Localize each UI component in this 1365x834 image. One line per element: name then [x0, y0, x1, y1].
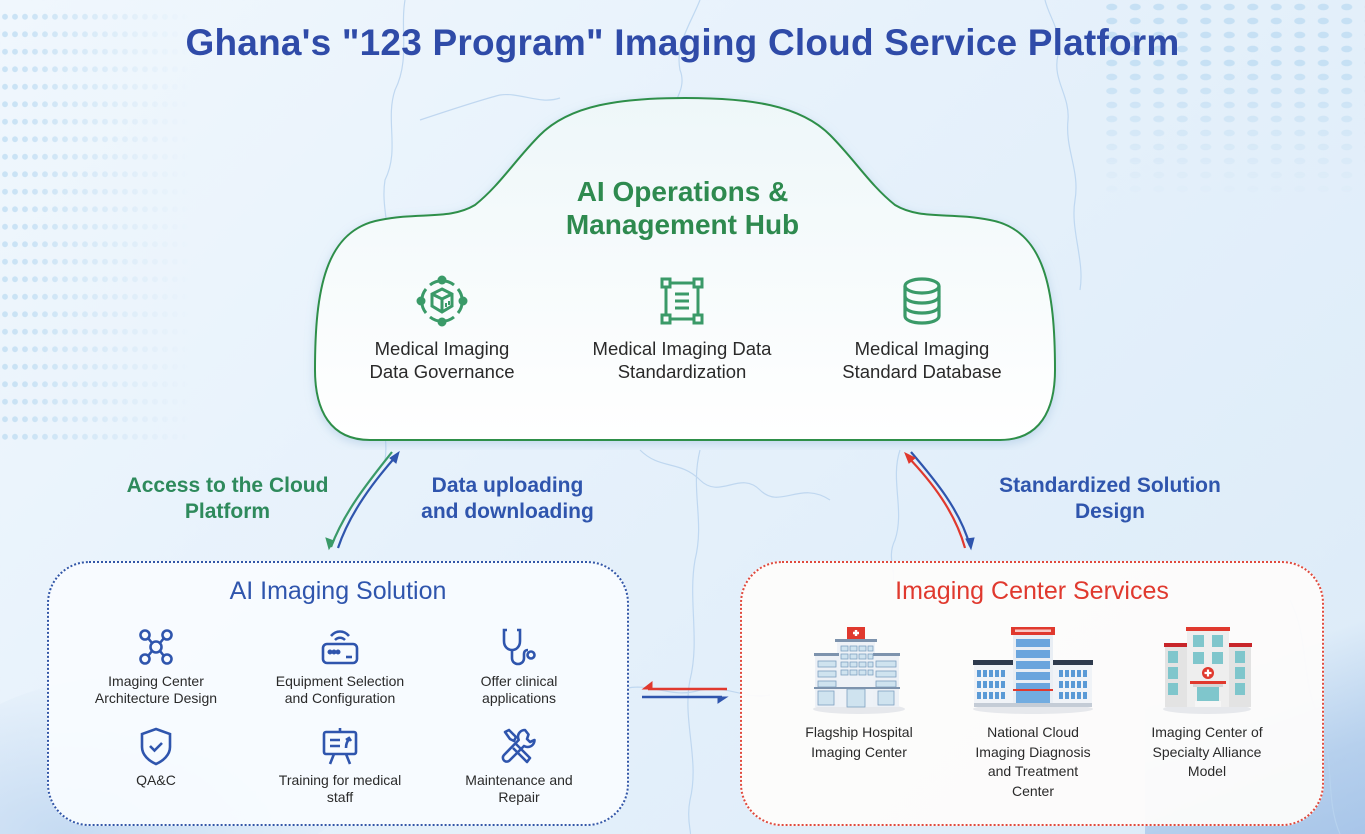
hub-item-label-line2: Data Governance: [369, 361, 515, 382]
label-line: Platform: [184, 500, 271, 523]
page-title: Ghana's "123 Program" Imaging Cloud Serv…: [185, 22, 1180, 63]
stethoscope-icon: [502, 628, 536, 666]
label-line: Access to the Cloud: [126, 474, 329, 497]
label-data-uploading: Data uploading and downloading: [395, 473, 620, 525]
presentation-board-icon: [322, 728, 358, 765]
database-icon: [903, 277, 941, 325]
hub-title: AI Operations & Management Hub: [480, 175, 885, 241]
service-item-national-cloud: National Cloud Imaging Diagnosis and Tre…: [948, 625, 1118, 801]
service-item-label-line: Imaging Diagnosis: [975, 743, 1091, 760]
architecture-network-icon: [139, 629, 173, 665]
arrow-standardized-up: [904, 451, 967, 549]
hub-item-standard-database: Medical Imaging Standard Database: [807, 275, 1037, 383]
panel-title: AI Imaging Solution: [229, 577, 447, 605]
solution-item-architecture: Imaging Center Architecture Design: [66, 627, 246, 707]
solution-item-label-line2: Repair: [498, 789, 540, 805]
hub-item-label-line1: Medical Imaging: [374, 338, 510, 359]
arrow-standardized-down: [910, 451, 975, 551]
shield-check-icon: [140, 727, 172, 766]
label-line: Data uploading: [431, 474, 584, 497]
service-item-label-line: Imaging Center of: [1151, 724, 1263, 740]
hub-item-data-governance: Medical Imaging Data Governance: [327, 275, 557, 383]
solution-item-training: Training for medical staff: [250, 726, 430, 806]
hub-item-label-line1: Medical Imaging: [854, 338, 990, 359]
data-governance-icon: [416, 275, 468, 327]
solution-item-label-line2: Architecture Design: [94, 690, 218, 706]
service-item-label-line: National Cloud: [987, 724, 1079, 740]
service-item-label-line: Imaging Center: [811, 743, 907, 760]
service-item-flagship: Flagship Hospital Imaging Center: [774, 625, 944, 762]
solution-item-label-line1: Maintenance and: [465, 772, 573, 788]
label-standardized-design: Standardized Solution Design: [960, 473, 1260, 525]
solution-item-label-line2: staff: [326, 789, 354, 805]
service-item-label-line: Model: [1187, 763, 1227, 779]
hub-title-line1: AI Operations &: [576, 176, 789, 207]
solution-item-qa: QA&C: [66, 726, 246, 789]
solution-item-label-line1: Equipment Selection: [275, 673, 405, 689]
wrench-screwdriver-icon: [501, 728, 536, 764]
solution-item-label-line1: QA&C: [136, 772, 176, 788]
imaging-center-services-panel: Imaging Center Services: [740, 561, 1324, 826]
hub-item-label-line1: Medical Imaging Data: [592, 338, 772, 359]
arrow-solution-to-services: [642, 695, 729, 704]
solution-item-label-line1: Imaging Center: [108, 673, 204, 689]
hub-item-label-line2: Standard Database: [842, 361, 1002, 382]
label-line: Standardized Solution: [999, 474, 1221, 497]
solution-item-maintenance: Maintenance and Repair: [429, 726, 609, 806]
solution-item-label-line2: applications: [482, 690, 556, 706]
router-equipment-icon: [321, 630, 359, 665]
service-item-specialty-alliance: Imaging Center of Specialty Alliance Mod…: [1122, 625, 1292, 782]
label-line: and downloading: [421, 500, 594, 523]
arrow-services-to-solution: [641, 680, 727, 691]
service-item-label-line: Specialty Alliance: [1152, 743, 1262, 760]
solution-item-label-line2: and Configuration: [284, 690, 396, 706]
hub-title-line2: Management Hub: [565, 209, 800, 240]
cloud-hub-shape: [313, 96, 1057, 441]
national-cloud-center-building-icon: [973, 627, 1093, 714]
solution-item-label-line1: Offer clinical: [480, 673, 558, 689]
solution-item-clinical: Offer clinical applications: [429, 627, 609, 707]
service-item-label-line: Center: [1011, 782, 1055, 799]
solution-item-label-line1: Training for medical: [278, 772, 402, 788]
service-item-label-line: Flagship Hospital: [805, 724, 913, 740]
label-line: Design: [1074, 500, 1145, 523]
panel-title: Imaging Center Services: [895, 577, 1169, 605]
label-access-cloud-platform: Access to the Cloud Platform: [100, 473, 355, 525]
solution-item-equipment: Equipment Selection and Configuration: [250, 627, 430, 707]
ai-imaging-solution-panel: AI Imaging Solution Imaging Center Archi…: [47, 561, 629, 826]
hub-item-label-line2: Standardization: [617, 361, 747, 382]
service-item-label-line: and Treatment: [987, 763, 1079, 779]
hub-item-data-standardization: Medical Imaging Data Standardization: [567, 275, 797, 383]
specialty-alliance-building-icon: [1163, 627, 1252, 714]
arrow-data-upload: [336, 450, 400, 549]
flagship-hospital-building-icon: [813, 627, 905, 714]
arrow-access-cloud: [325, 451, 393, 551]
data-standardization-icon: [660, 277, 704, 325]
